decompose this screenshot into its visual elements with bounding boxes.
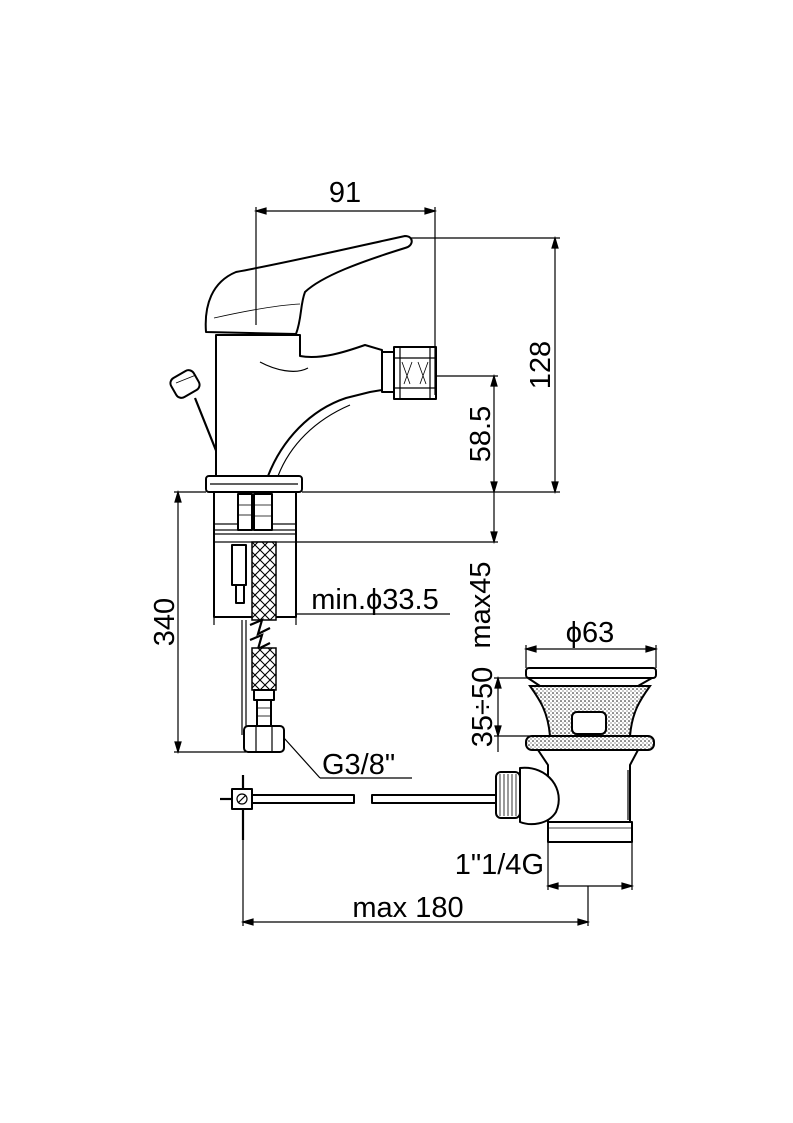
dim-91: 91 <box>329 177 361 209</box>
dim-58-5: 58.5 <box>465 406 497 462</box>
dim-waste-thread: 1"1/4G <box>455 849 544 881</box>
mixer-body <box>215 334 383 477</box>
popup-rod <box>220 775 501 840</box>
waste-cap <box>525 667 657 679</box>
hex-nut <box>243 725 285 753</box>
under-deck-assembly <box>213 491 297 753</box>
dim-phi63: ϕ63 <box>566 617 615 649</box>
aerator <box>381 346 437 400</box>
waste-fitting <box>495 667 657 843</box>
popup-knob <box>169 369 221 459</box>
mixer-faucet <box>169 235 437 493</box>
dim-128: 128 <box>525 341 557 389</box>
dim-min-hole: min.ϕ33.5 <box>311 584 438 616</box>
waste-washer <box>525 735 655 751</box>
dim-35-50: 35÷50 <box>467 667 499 747</box>
lever-handle <box>204 235 413 335</box>
dim-max180: max 180 <box>352 892 463 924</box>
braided-hose-upper <box>251 541 277 621</box>
dimension-lines <box>174 207 659 926</box>
dim-340: 340 <box>149 598 181 646</box>
dim-g3-8: G3/8" <box>322 749 395 781</box>
braided-hose-lower <box>251 647 277 691</box>
dim-max45: max45 <box>465 561 497 648</box>
